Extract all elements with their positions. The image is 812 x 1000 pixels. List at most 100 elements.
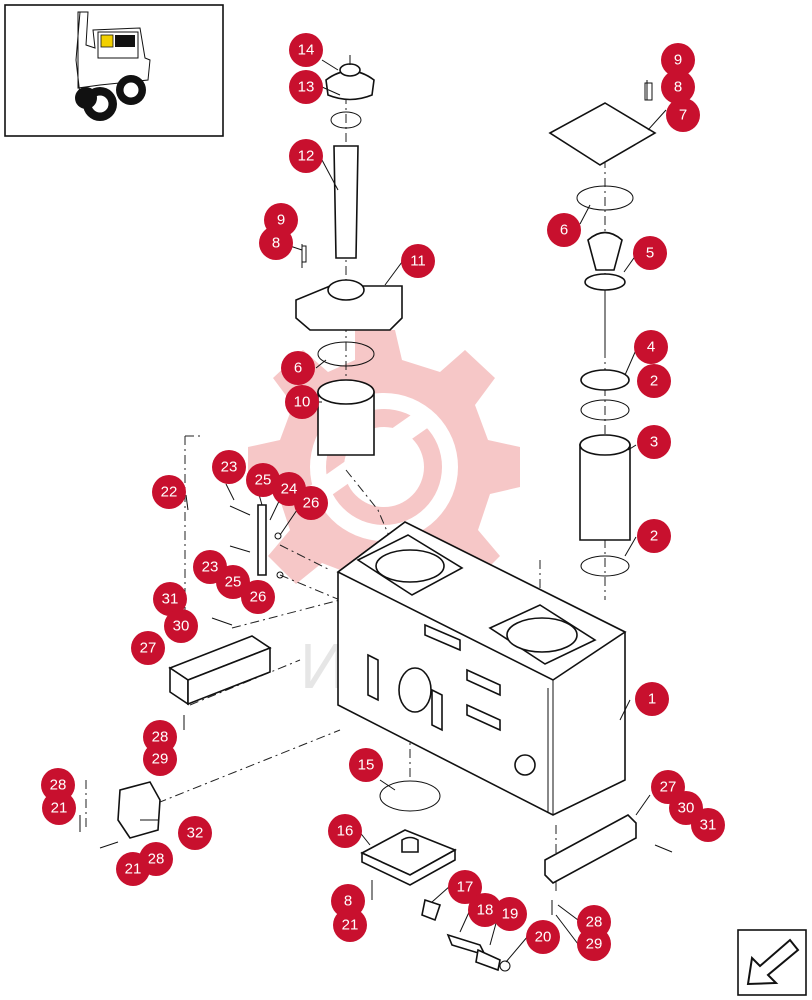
svg-text:22: 22 <box>161 484 178 501</box>
return-arrow-icon[interactable] <box>737 929 807 996</box>
svg-text:7: 7 <box>679 107 687 124</box>
callout-26: 26 <box>241 580 275 614</box>
callout-3: 3 <box>637 425 671 459</box>
svg-text:20: 20 <box>535 929 552 946</box>
callout-12: 12 <box>289 139 323 173</box>
callout-10: 10 <box>285 385 319 419</box>
svg-text:5: 5 <box>646 245 654 262</box>
svg-text:11: 11 <box>410 253 426 270</box>
svg-text:30: 30 <box>173 618 190 635</box>
svg-text:28: 28 <box>148 851 165 868</box>
callout-31: 31 <box>153 582 187 616</box>
callout-25: 25 <box>216 565 250 599</box>
callout-25: 25 <box>246 463 280 497</box>
callout-11: 11 <box>401 244 435 278</box>
svg-text:17: 17 <box>457 879 474 896</box>
svg-text:10: 10 <box>294 394 311 411</box>
callout-17: 17 <box>448 870 482 904</box>
callout-6: 6 <box>281 351 315 385</box>
svg-text:21: 21 <box>51 800 68 817</box>
callout-9: 9 <box>661 43 695 77</box>
callout-18: 18 <box>468 893 502 927</box>
svg-text:8: 8 <box>272 235 280 252</box>
svg-text:28: 28 <box>586 914 603 931</box>
svg-text:8: 8 <box>674 79 682 96</box>
callout-29: 29 <box>577 927 611 961</box>
callout-32: 32 <box>178 816 212 850</box>
callout-1: 1 <box>635 682 669 716</box>
svg-text:26: 26 <box>303 495 320 512</box>
svg-text:6: 6 <box>294 360 302 377</box>
callout-14: 14 <box>289 33 323 67</box>
svg-text:28: 28 <box>50 777 67 794</box>
callout-31: 31 <box>691 808 725 842</box>
callout-13: 13 <box>289 70 323 104</box>
callout-16: 16 <box>328 814 362 848</box>
callout-8: 8 <box>259 226 293 260</box>
svg-text:16: 16 <box>337 823 354 840</box>
svg-text:26: 26 <box>250 589 267 606</box>
callout-8: 8 <box>661 70 695 104</box>
svg-text:28: 28 <box>152 729 169 746</box>
svg-text:27: 27 <box>140 640 157 657</box>
svg-text:25: 25 <box>255 472 272 489</box>
callout-29: 29 <box>143 742 177 776</box>
callout-5: 5 <box>633 236 667 270</box>
callout-30: 30 <box>164 609 198 643</box>
callout-26: 26 <box>294 486 328 520</box>
callout-20: 20 <box>526 920 560 954</box>
svg-text:24: 24 <box>281 481 298 498</box>
callout-27: 27 <box>131 631 165 665</box>
tractor-thumbnail-icon <box>75 11 151 121</box>
svg-text:31: 31 <box>700 817 717 834</box>
svg-text:29: 29 <box>586 936 603 953</box>
callout-15: 15 <box>349 748 383 782</box>
return-filter-assembly <box>548 80 657 577</box>
svg-text:32: 32 <box>187 825 204 842</box>
callout-23: 23 <box>212 450 246 484</box>
svg-text:12: 12 <box>298 148 315 165</box>
clamp-assembly <box>229 504 284 579</box>
svg-text:23: 23 <box>221 459 238 476</box>
svg-text:14: 14 <box>298 42 315 59</box>
breather-filter-assembly <box>295 55 403 456</box>
svg-text:6: 6 <box>560 222 568 239</box>
callout-22: 22 <box>152 475 186 509</box>
svg-text:9: 9 <box>277 212 285 229</box>
callout-6: 6 <box>547 213 581 247</box>
svg-text:3: 3 <box>650 434 658 451</box>
svg-text:13: 13 <box>298 79 315 96</box>
svg-text:4: 4 <box>647 339 655 356</box>
mounting-brackets <box>117 635 637 884</box>
bolts <box>79 82 673 915</box>
hydraulic-tank <box>336 521 627 816</box>
svg-text:8: 8 <box>344 893 352 910</box>
svg-text:9: 9 <box>674 52 682 69</box>
svg-text:21: 21 <box>342 917 359 934</box>
svg-text:2: 2 <box>650 528 658 545</box>
svg-text:31: 31 <box>162 591 179 608</box>
callout-4: 4 <box>634 330 668 364</box>
svg-text:27: 27 <box>660 779 677 796</box>
callouts: 14 13 12 9 8 11 6 10 9 8 7 6 5 4 2 3 2 2… <box>41 33 725 961</box>
callout-19: 19 <box>493 897 527 931</box>
svg-text:23: 23 <box>202 559 219 576</box>
callout-2: 2 <box>637 519 671 553</box>
callout-21: 21 <box>333 908 367 942</box>
svg-text:21: 21 <box>125 861 142 878</box>
svg-text:18: 18 <box>477 902 494 919</box>
svg-text:25: 25 <box>225 574 242 591</box>
leader-lines <box>140 59 667 963</box>
svg-text:19: 19 <box>502 906 519 923</box>
svg-text:2: 2 <box>650 373 658 390</box>
thumbnail-box <box>4 4 224 137</box>
svg-text:1: 1 <box>648 691 656 708</box>
drain-assembly <box>360 780 511 972</box>
callout-2: 2 <box>637 364 671 398</box>
callout-21: 21 <box>116 852 150 886</box>
svg-text:29: 29 <box>152 751 169 768</box>
callout-21: 21 <box>42 791 76 825</box>
callout-7: 7 <box>666 98 700 132</box>
svg-text:15: 15 <box>358 757 375 774</box>
